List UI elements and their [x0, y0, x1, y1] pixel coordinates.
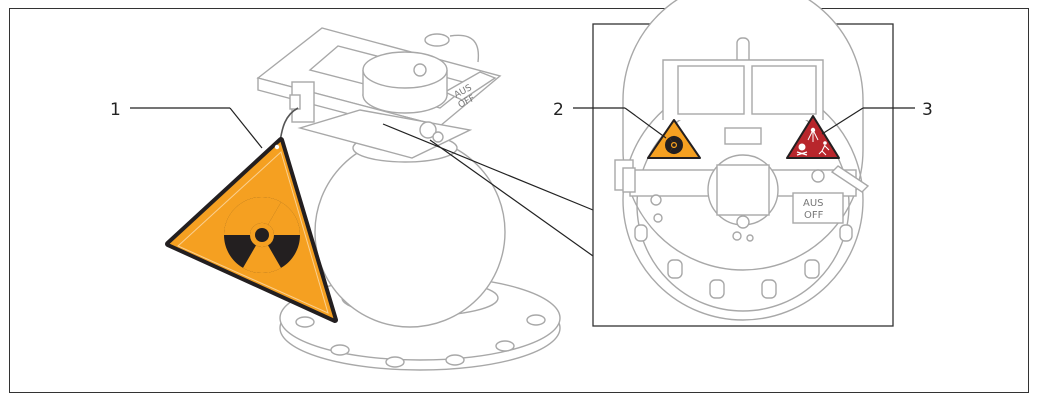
skull-icon [796, 143, 808, 156]
callout-1-leader-diag [229, 107, 263, 149]
callout-2-label: 2 [553, 100, 564, 120]
warning-triangle [167, 139, 336, 321]
radiation-source-icon [807, 127, 819, 142]
right-lever [830, 165, 870, 193]
hole [732, 231, 742, 241]
radiation-warning-sign-small [647, 119, 701, 159]
bolt-hole [385, 356, 405, 368]
callout-3-label: 3 [922, 100, 933, 120]
zoom-line-upper [382, 123, 594, 211]
handle [449, 34, 480, 63]
flange-tab [667, 259, 683, 279]
hole [653, 213, 663, 223]
callout-1-label: 1 [110, 100, 121, 120]
sphere-body [314, 136, 506, 328]
switch-plate [792, 192, 844, 224]
bracket-latch [289, 94, 301, 110]
lower-plate [297, 109, 473, 159]
bolt-hole [330, 344, 350, 356]
hole [811, 169, 825, 183]
head-top [362, 51, 448, 89]
screw [432, 131, 444, 143]
callout-3-leader-diag [821, 107, 864, 135]
flange-tab [804, 259, 820, 279]
sign-hole [274, 144, 280, 150]
hole [650, 194, 662, 206]
flange-tab [709, 279, 725, 299]
cap [424, 33, 450, 47]
running-person-icon [818, 141, 830, 156]
panel-right [751, 65, 817, 115]
bolt-hole [526, 314, 546, 326]
callout-2-leader-diag [624, 107, 667, 139]
source-container-device: AUS OFF [256, 27, 561, 371]
bolt-hole [445, 354, 465, 366]
detail-view: AUS OFF [592, 0, 894, 327]
radiation-warning-sign-large [165, 137, 338, 323]
radiation-trefoil-icon [224, 197, 300, 273]
screw [419, 121, 437, 139]
switch-label-off: OFF [804, 210, 824, 221]
bolt-hole [295, 316, 315, 328]
left-latch-inner [622, 167, 636, 193]
switch-label-aus: AUS [803, 198, 824, 209]
hole [746, 234, 754, 242]
flange-tab [839, 224, 853, 242]
flange-tab [634, 224, 648, 242]
panel-left [677, 65, 745, 115]
flange-tab [761, 279, 777, 299]
center-window [716, 164, 770, 216]
bolt-hole [495, 340, 515, 352]
switch-box [443, 71, 497, 101]
zoom-line-lower [429, 139, 594, 257]
center-screw [736, 215, 750, 229]
ionizing-radiation-warning-sign [786, 115, 840, 159]
head-knob [413, 63, 427, 77]
label-slot [724, 127, 762, 145]
radiation-trefoil-icon-small [664, 135, 684, 155]
